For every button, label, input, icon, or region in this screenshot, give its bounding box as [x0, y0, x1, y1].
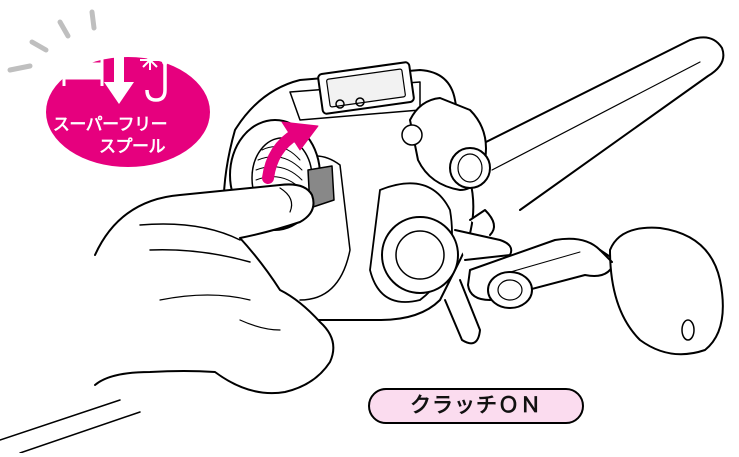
rotation-arrow — [262, 121, 319, 184]
handle-arm — [467, 237, 616, 309]
star-drag — [381, 209, 513, 345]
super-free-spool-badge — [46, 48, 210, 167]
rod — [0, 36, 725, 454]
spool-icon — [62, 56, 104, 86]
badge-label-line-2: スプール — [99, 137, 166, 157]
handle-knob — [599, 226, 724, 356]
cast-control-knob — [401, 97, 491, 191]
clutch-on-label: クラッチＯＮ — [368, 388, 584, 424]
down-arrow-icon — [104, 48, 134, 104]
hand — [94, 183, 335, 395]
motion-lines-icon — [7, 9, 97, 73]
hook-icon — [145, 64, 167, 102]
sparkle-icon — [140, 50, 160, 70]
badge-label-line-1: スーパーフリー — [52, 115, 168, 135]
